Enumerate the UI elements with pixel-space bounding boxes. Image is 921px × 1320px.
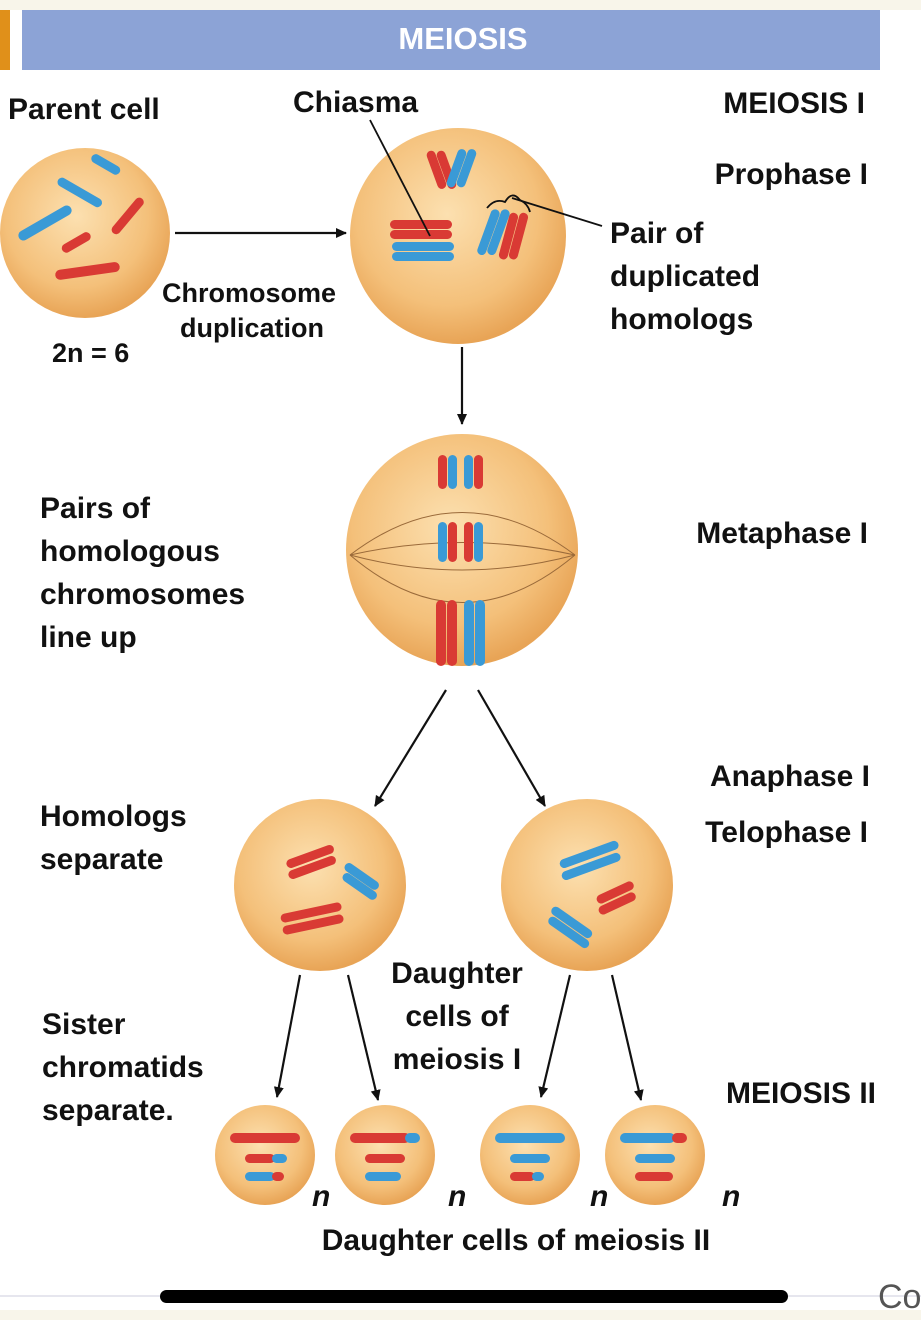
label-chromosome-duplication: Chromosome — [162, 278, 336, 308]
banner — [22, 10, 880, 70]
label-homologs-separate: separate — [40, 843, 163, 876]
label-anaphase-1: Anaphase I — [710, 760, 870, 793]
label-metaphase-1: Metaphase I — [696, 517, 868, 550]
bottom-ruler-strip — [0, 1310, 921, 1320]
spindle-fiber — [349, 512, 576, 556]
spindle-fiber — [349, 554, 576, 603]
arrow-to-daughter-2 — [346, 974, 381, 1101]
label-daughter-cells-1: cells of — [405, 1000, 509, 1033]
anaphase-cell-left — [234, 799, 406, 971]
top-ruler-strip — [0, 0, 921, 10]
label-daughter-cells-1: Daughter — [391, 957, 523, 990]
homolog-bracket — [486, 194, 531, 213]
label-pair-line: duplicated — [610, 260, 760, 293]
metaphase-chromosomes — [436, 455, 485, 666]
spindle-fiber — [349, 542, 576, 556]
label-ploidy-n: n — [448, 1180, 466, 1213]
label-pairs-line-up: homologous — [40, 535, 220, 568]
homolog-pointer — [511, 197, 603, 227]
label-sister-chromatids: separate. — [42, 1094, 174, 1127]
anaphase-chromosomes — [280, 840, 636, 949]
label-sister-chromatids: Sister — [42, 1008, 126, 1041]
label-telophase-1: Telophase I — [705, 816, 868, 849]
arrow-to-daughter-4 — [610, 974, 644, 1101]
label-daughter-cells-1: meiosis I — [393, 1043, 521, 1076]
label-chiasma: Chiasma — [293, 86, 418, 119]
label-sister-chromatids: chromatids — [42, 1051, 204, 1084]
label-chromosome-duplication: duplication — [180, 313, 324, 343]
label-prophase-1: Prophase I — [715, 158, 868, 191]
anaphase-cell-right — [501, 799, 673, 971]
chiasma-pointer — [369, 119, 431, 237]
label-ploidy-n: n — [590, 1180, 608, 1213]
arrow-to-anaphase-right — [477, 689, 546, 807]
label-meiosis-2: MEIOSIS II — [726, 1077, 876, 1110]
label-homologs-separate: Homologs — [40, 800, 187, 833]
daughter-chromosomes — [230, 1133, 687, 1181]
banner-title: MEIOSIS — [398, 21, 527, 56]
spindle-fiber — [349, 554, 576, 571]
label-meiosis-1: MEIOSIS I — [723, 87, 865, 120]
prophase-cell — [350, 128, 566, 344]
label-ploidy-n: n — [722, 1180, 740, 1213]
overflow-text: Co — [878, 1278, 921, 1316]
parent-chromosomes — [18, 154, 144, 280]
label-pairs-line-up: chromosomes — [40, 578, 245, 611]
label-ploidy-2n: 2n = 6 — [52, 338, 129, 368]
label-daughter-cells-2: Daughter cells of meiosis II — [322, 1224, 710, 1257]
label-pairs-line-up: line up — [40, 621, 137, 654]
banner-accent — [0, 10, 10, 70]
arrow-to-daughter-1 — [273, 974, 302, 1098]
label-ploidy-n: n — [312, 1180, 330, 1213]
metaphase-cell — [346, 434, 578, 666]
home-indicator[interactable] — [160, 1290, 788, 1303]
arrow-to-anaphase-left — [374, 689, 447, 807]
label-pair-line: Pair of — [610, 217, 704, 250]
prophase-chromosomes — [390, 149, 529, 261]
arrow-to-daughter-3 — [538, 974, 572, 1098]
label-parent-cell: Parent cell — [8, 93, 160, 126]
label-pair-line: homologs — [610, 303, 753, 336]
label-pairs-line-up: Pairs of — [40, 492, 151, 525]
